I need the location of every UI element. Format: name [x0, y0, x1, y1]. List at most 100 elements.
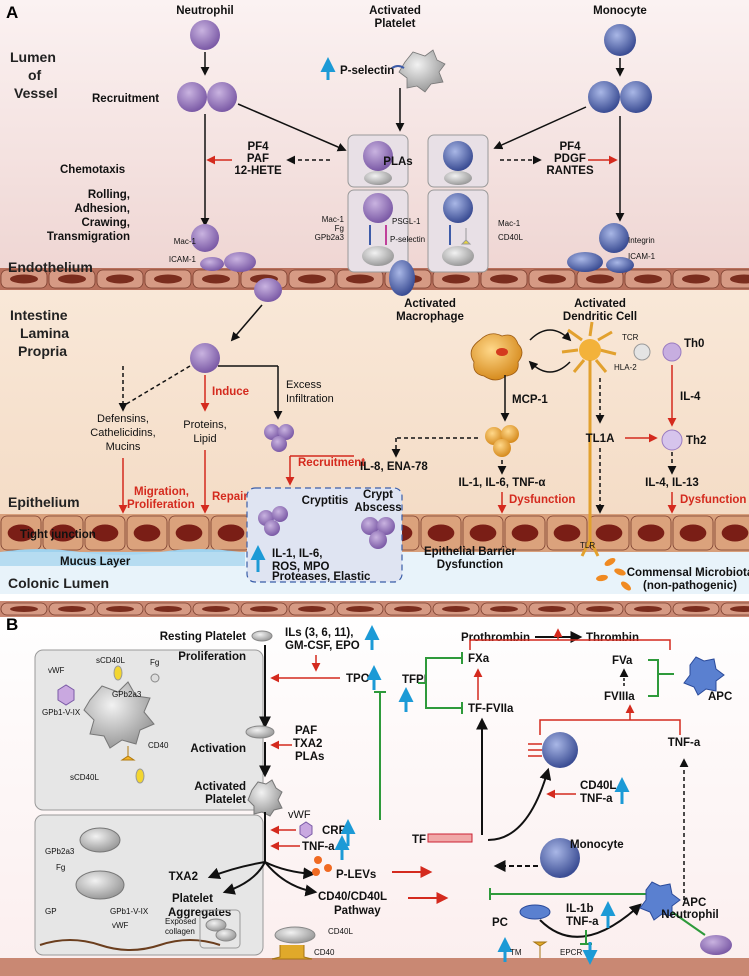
- label-rolling-3: Crawing,: [81, 217, 130, 229]
- label-resting-platelet: Resting Platelet: [160, 631, 246, 643]
- label-tf-fviia: TF-FVIIa: [468, 703, 514, 715]
- tissue-nucleus: [106, 274, 134, 284]
- cd40-bottom-shape: [271, 926, 316, 960]
- label-cd40l-tnfa-1: CD40L: [580, 780, 616, 792]
- th0-cell: [662, 342, 682, 362]
- neutrophil-cell: [377, 517, 395, 535]
- monocyte-cell: [588, 81, 620, 113]
- inset-top-cd40: CD40: [148, 741, 169, 750]
- vwf-shape: [57, 684, 75, 706]
- platelet-cell: [444, 171, 472, 185]
- label-icam1-left: ICAM-1: [169, 255, 197, 264]
- label-pf4-left-3: 12-HETE: [234, 165, 282, 177]
- label-mac1-fg-2: Fg: [335, 224, 344, 233]
- dash-to-defensins: [122, 365, 191, 407]
- label-dysfunction2: Dysfunction: [680, 494, 746, 506]
- arrow-to-txa2: [207, 861, 266, 880]
- region-lumen-3: Vessel: [14, 85, 58, 101]
- monocyte-cell: [443, 141, 473, 171]
- tissue-nucleus: [7, 524, 35, 542]
- tissue-nucleus: [490, 606, 518, 612]
- label-excess-2: Infiltration: [286, 393, 334, 405]
- label-il1-box-1: IL-1, IL-6,: [272, 548, 322, 560]
- inset-top-scd40l-bottom: sCD40L: [70, 773, 99, 782]
- red-bracket-top: [469, 639, 671, 650]
- tissue-nucleus: [682, 274, 710, 284]
- inset-bottom-gpb1: GPb1-V-IX: [110, 907, 149, 916]
- platelet-cell: [79, 827, 121, 853]
- monocyte-cell: [606, 257, 634, 273]
- inset-top-gpb1: GPb1-V-IX: [42, 708, 81, 717]
- monocyte-cell: [542, 732, 578, 768]
- commensal-bacteria: [596, 558, 631, 591]
- label-pf4-left-1: PF4: [247, 141, 269, 153]
- label-chemotaxis: Chemotaxis: [60, 164, 125, 176]
- panel-a: A Lumen of Vessel Endothelium Intestine …: [0, 0, 749, 594]
- label-mucus: Mucus Layer: [60, 556, 131, 568]
- tissue-nucleus: [133, 524, 161, 542]
- endothelial-cells-b: [0, 602, 749, 616]
- tissue-nucleus: [721, 524, 749, 542]
- macrophage-cell: [470, 333, 523, 381]
- neutrophil-cell: [278, 424, 294, 440]
- panel-b-letter: B: [6, 615, 18, 634]
- inset-top-gpb2a3: GPb2a3: [112, 690, 142, 699]
- region-colonic-lumen: Colonic Lumen: [8, 575, 109, 591]
- label-tf: TF: [412, 834, 426, 846]
- scd40l-shape: [135, 768, 145, 784]
- label-recruitment: Recruitment: [92, 93, 159, 105]
- label-rolling-4: Transmigration: [47, 231, 130, 243]
- label-activated-platelet-1: Activated: [369, 5, 421, 17]
- label-fxa: FXa: [468, 653, 490, 665]
- label-pf4-right-3: RANTES: [546, 165, 594, 177]
- mucus-layer-band: [0, 552, 245, 566]
- label-barrier-1: Epithelial Barrier: [424, 546, 517, 558]
- inhibit-apc: [648, 659, 674, 697]
- tissue-nucleus: [538, 606, 566, 612]
- label-icam1-right: ICAM-1: [628, 252, 656, 261]
- neutrophil-cell: [271, 436, 287, 452]
- label-p-selectin: P-selectin: [340, 65, 394, 77]
- inhibit-tfpi-tf: [425, 683, 462, 709]
- label-ils-2: GM-CSF, EPO: [285, 640, 360, 652]
- label-recruitment-red: Recruitment: [298, 457, 365, 469]
- label-mac1-cd40l-1: Mac-1: [498, 219, 521, 228]
- inset-bottom-vwf: vWF: [112, 921, 129, 930]
- cd40-receptor: [120, 746, 136, 761]
- label-induce: Induce: [212, 386, 249, 398]
- region-epithelium: Epithelium: [8, 494, 80, 510]
- tissue-nucleus: [511, 524, 539, 542]
- region-endothelium: Endothelium: [8, 259, 93, 275]
- tissue-nucleus: [538, 274, 566, 284]
- label-proteins-2: Lipid: [193, 433, 216, 445]
- tissue-nucleus: [346, 274, 374, 284]
- label-activated-dendritic-1: Activated: [574, 298, 626, 310]
- inset-top-vwf: vWF: [48, 666, 65, 675]
- tissue-nucleus: [10, 274, 38, 284]
- panel-a-letter: A: [6, 3, 18, 22]
- arrow-to-cd40: [264, 861, 318, 897]
- tissue-nucleus: [154, 606, 182, 612]
- label-monocyte-b: Monocyte: [570, 839, 624, 851]
- region-lumen-2: of: [28, 67, 42, 83]
- label-defensins-1: Defensins,: [97, 413, 149, 425]
- label-activated-macrophage-2: Macrophage: [396, 311, 464, 323]
- neutrophil-cell: [177, 82, 207, 112]
- tissue-nucleus: [394, 606, 422, 612]
- label-epcr: EPCR: [560, 948, 582, 957]
- tissue-nucleus: [58, 606, 86, 612]
- label-fva: FVa: [612, 655, 633, 667]
- tissue-nucleus: [427, 524, 455, 542]
- collagen-fibers: [39, 939, 221, 951]
- arrow-transmigrate: [230, 304, 263, 342]
- neutrophil-cell: [363, 141, 393, 171]
- tissue-nucleus: [298, 274, 326, 284]
- neutrophil-cell: [207, 82, 237, 112]
- label-tcr: TCR: [622, 333, 639, 342]
- scd40l-shape: [113, 665, 123, 681]
- arrow-to-plevs: [264, 861, 316, 880]
- label-proliferation: Proliferation: [178, 651, 246, 663]
- label-proteins-1: Proteins,: [183, 419, 226, 431]
- label-defensins-2: Cathelicidins,: [90, 427, 155, 439]
- label-plas: PLAs: [383, 156, 412, 168]
